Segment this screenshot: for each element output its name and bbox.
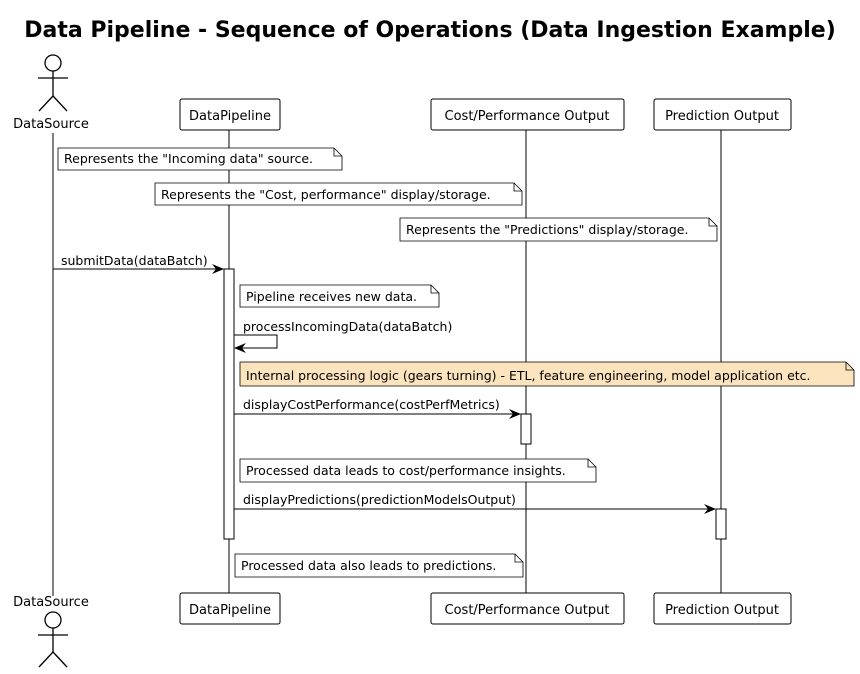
participant-box-prediction-top: Prediction Output [653,98,792,131]
svg-text:Represents the "Cost, performa: Represents the "Cost, performance" displ… [161,187,491,202]
participant-box-costperf-top: Cost/Performance Output [430,98,625,131]
svg-text:Processed data also leads to p: Processed data also leads to predictions… [241,558,496,573]
participant-box-prediction-bottom: Prediction Output [653,592,792,625]
message-display-cost-performance: displayCostPerformance(costPerfMetrics) [234,397,521,419]
participant-label-datasource-bottom: DataSource [13,595,89,610]
diagram-title: Data Pipeline - Sequence of Operations (… [24,18,836,43]
svg-text:Processed data leads to cost/p: Processed data leads to cost/performance… [246,463,566,478]
note-predictions: Represents the "Predictions" display/sto… [399,217,718,242]
svg-text:Prediction Output: Prediction Output [665,109,779,124]
svg-text:processIncomingData(dataBatch): processIncomingData(dataBatch) [243,319,452,334]
participant-box-datapipeline-bottom: DataPipeline [179,592,281,625]
actor-icon-bottom [38,611,68,668]
svg-text:Prediction Output: Prediction Output [665,603,779,618]
svg-text:Cost/Performance Output: Cost/Performance Output [445,109,610,124]
svg-text:Internal processing logic (gea: Internal processing logic (gears turning… [246,368,811,383]
svg-text:Represents the "Predictions" d: Represents the "Predictions" display/sto… [406,222,688,237]
activation-datapipeline [223,268,235,540]
svg-text:DataPipeline: DataPipeline [189,603,271,618]
message-display-predictions: displayPredictions(predictionModelsOutpu… [234,492,716,514]
svg-text:submitData(dataBatch): submitData(dataBatch) [61,253,208,268]
svg-text:Cost/Performance Output: Cost/Performance Output [445,603,610,618]
note-cost-performance: Represents the "Cost, performance" displ… [154,182,523,206]
svg-text:displayPredictions(predictionM: displayPredictions(predictionModelsOutpu… [243,492,516,507]
svg-text:displayCostPerformance(costPer: displayCostPerformance(costPerfMetrics) [243,397,500,412]
activation-costperf [520,413,532,445]
participant-box-costperf-bottom: Cost/Performance Output [430,592,625,625]
participant-label-datasource-top: DataSource [13,117,89,132]
svg-text:DataPipeline: DataPipeline [189,109,271,124]
svg-text:Pipeline receives new data.: Pipeline receives new data. [246,289,417,304]
note-pipeline-receives: Pipeline receives new data. [239,284,440,308]
actor-icon-top [38,54,68,112]
note-cost-insights: Processed data leads to cost/performance… [239,458,597,483]
note-internal-processing: Internal processing logic (gears turning… [239,361,855,387]
participant-box-datapipeline-top: DataPipeline [179,98,281,131]
note-incoming-data: Represents the "Incoming data" source. [57,147,343,171]
svg-text:Represents the "Incoming data": Represents the "Incoming data" source. [64,151,313,166]
note-predictions-insight: Processed data also leads to predictions… [234,553,524,578]
message-submit-data: submitData(dataBatch) [53,253,224,274]
activation-prediction [715,508,727,540]
message-process-incoming: processIncomingData(dataBatch) [234,319,452,353]
